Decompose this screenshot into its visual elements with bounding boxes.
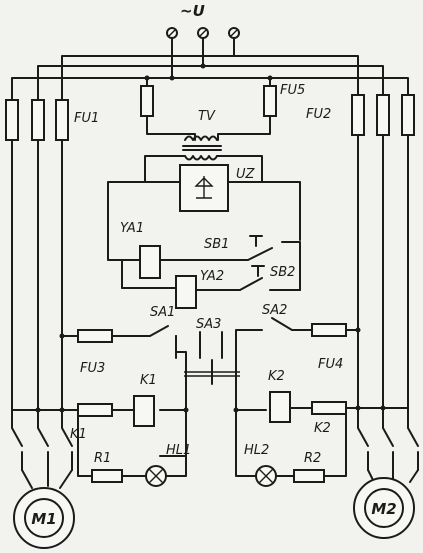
motor-m1 — [13, 487, 75, 549]
motor-m2 — [353, 477, 415, 539]
sa3-label: SA3 — [196, 317, 221, 332]
resistor-r2 — [293, 469, 325, 483]
r1-label: R1 — [94, 451, 111, 466]
fuse-fu1 — [5, 99, 69, 141]
solenoid-ya2 — [175, 275, 197, 309]
contactor-k2-main — [357, 409, 419, 483]
fu3-label: FU3 — [80, 361, 105, 376]
fuse-fu2 — [351, 94, 415, 136]
button-sb2 — [251, 265, 265, 277]
fuse-fu5 — [263, 85, 277, 117]
k2-contact-label: K2 — [314, 421, 331, 436]
relay-k2 — [269, 391, 291, 423]
resistor-r1 — [91, 469, 123, 483]
fuse-left — [140, 85, 154, 117]
k2-heater — [311, 401, 347, 415]
fuse-fu3 — [77, 329, 113, 343]
lamp-hl2 — [255, 465, 277, 487]
sa2-label: SA2 — [262, 303, 287, 318]
fu1-label: FU1 — [74, 111, 99, 126]
sb1-label: SB1 — [204, 237, 229, 252]
sa1-label: SA1 — [150, 305, 175, 320]
rectifier-uz — [179, 164, 229, 212]
k1-heater — [77, 403, 113, 417]
sb2-label: SB2 — [270, 265, 295, 280]
hl2-label: HL2 — [244, 443, 269, 458]
m2-label: M2 — [371, 500, 396, 518]
uz-label: UZ — [236, 167, 256, 182]
lamp-hl1 — [145, 465, 167, 487]
hl1-label: HL1 — [166, 443, 191, 458]
ya1-label: YA1 — [120, 221, 144, 236]
k1-contact-label: K1 — [70, 427, 87, 442]
r2-label: R2 — [304, 451, 321, 466]
button-sb1 — [249, 235, 263, 247]
ya2-label: YA2 — [200, 269, 224, 284]
supply-terminals — [166, 27, 240, 39]
fu2-label: FU2 — [306, 107, 331, 122]
solenoid-ya1 — [139, 245, 161, 279]
contactor-k1-main — [11, 409, 73, 489]
k2-label: K2 — [268, 369, 285, 384]
transformer-tv — [182, 135, 222, 161]
fu4-label: FU4 — [318, 357, 343, 372]
tv-label: TV — [198, 109, 216, 124]
switch-sa3 — [175, 331, 240, 385]
fu5-label: FU5 — [280, 83, 305, 98]
k1-label: K1 — [140, 373, 157, 388]
supply-label: ~U — [180, 2, 205, 20]
relay-k1 — [133, 395, 155, 427]
m1-label: M1 — [31, 510, 56, 528]
supply-bus — [11, 37, 409, 411]
fuse-fu4 — [311, 323, 347, 337]
